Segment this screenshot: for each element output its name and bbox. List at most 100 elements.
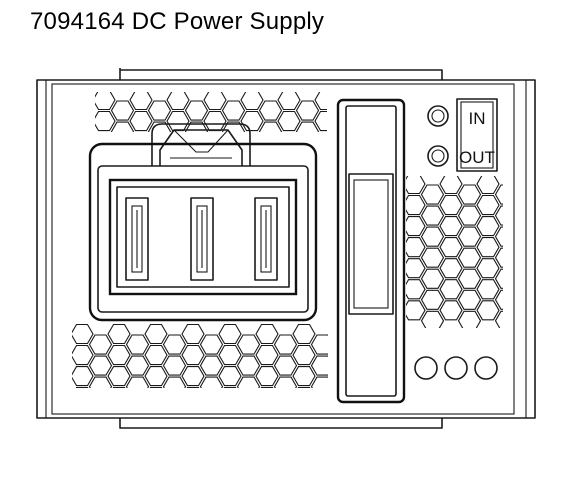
vent-hole xyxy=(223,387,237,388)
vent-hole xyxy=(476,279,500,300)
vent-hole xyxy=(75,387,89,388)
vent-hole xyxy=(514,238,536,257)
vent-hole xyxy=(420,226,445,247)
vent-hole xyxy=(420,289,445,310)
vent-hole xyxy=(147,100,172,121)
vent-hole xyxy=(125,376,150,388)
vent-hole xyxy=(514,196,536,215)
vent-hole xyxy=(273,334,298,355)
connector-pin-middle xyxy=(190,197,214,281)
vent-hole xyxy=(110,121,135,132)
vent-hole xyxy=(367,388,389,407)
vent-hole xyxy=(476,216,500,237)
vent-hole xyxy=(314,110,327,132)
vent-hole xyxy=(181,366,205,387)
vent-hole xyxy=(371,122,393,141)
vent-hole xyxy=(278,133,300,152)
in-label: IN xyxy=(469,109,486,128)
vent-hole xyxy=(72,323,94,345)
vent-hole xyxy=(236,376,261,388)
vent-hole xyxy=(240,110,264,132)
vent-hole xyxy=(406,237,426,258)
vent-hole xyxy=(457,310,482,328)
vent-hole xyxy=(439,194,463,216)
vent-hole xyxy=(166,92,190,111)
vent-hole xyxy=(292,344,316,366)
vent-hole xyxy=(277,92,301,111)
vent-hole xyxy=(88,355,113,376)
vent-hole xyxy=(349,377,371,396)
vent-hole xyxy=(310,355,328,376)
vent-hole xyxy=(93,133,115,152)
vent-hole xyxy=(125,355,150,376)
vent-hole xyxy=(330,367,352,386)
vent-hole xyxy=(72,344,94,366)
vent-hole xyxy=(367,346,389,365)
vent-hole xyxy=(72,366,94,387)
vent-hole xyxy=(439,176,463,195)
vent-hole xyxy=(258,121,283,132)
vent-hole xyxy=(420,184,445,205)
vent-hole xyxy=(352,112,374,131)
vent-hole xyxy=(406,194,426,216)
right-vent-grid xyxy=(406,175,536,328)
vent-hole xyxy=(439,258,463,279)
vent-hole xyxy=(439,237,463,258)
vent-hole xyxy=(236,355,261,376)
vent-hole xyxy=(203,110,227,132)
vent-hole xyxy=(236,334,261,355)
vent-hole xyxy=(292,366,316,387)
bottom-rail xyxy=(119,418,443,429)
vent-hole xyxy=(457,247,482,268)
vent-hole xyxy=(367,367,389,386)
vent-hole xyxy=(406,300,426,321)
vent-hole xyxy=(277,110,301,132)
top-rail xyxy=(119,68,443,80)
vent-hole xyxy=(240,92,264,111)
vent-hole xyxy=(494,289,503,310)
vent-hole xyxy=(476,300,500,321)
vent-hole xyxy=(184,100,209,121)
vent-hole xyxy=(241,133,263,152)
vent-hole xyxy=(129,110,153,132)
top-vent-grid xyxy=(93,92,393,152)
vent-hole xyxy=(406,279,426,300)
vent-hole xyxy=(420,268,445,289)
vent-round-hole xyxy=(474,356,498,380)
vent-hole xyxy=(315,133,337,152)
dc-input-connector xyxy=(88,142,318,322)
vent-hole xyxy=(110,100,135,121)
vent-hole xyxy=(184,121,209,132)
vent-hole xyxy=(330,346,352,365)
connector-latch xyxy=(151,123,251,166)
connector-pin-right xyxy=(254,197,278,281)
vent-hole xyxy=(181,344,205,366)
vent-hole xyxy=(149,387,163,388)
vent-hole xyxy=(404,346,426,365)
vent-hole xyxy=(199,334,224,355)
vent-hole xyxy=(95,110,116,132)
vent-hole xyxy=(255,344,279,366)
vent-hole xyxy=(494,226,503,247)
diagram-title: 7094164 DC Power Supply xyxy=(30,8,325,35)
vent-hole xyxy=(439,279,463,300)
vent-hole xyxy=(371,101,393,120)
vent-hole xyxy=(352,133,374,152)
vent-hole xyxy=(107,366,131,387)
vent-hole xyxy=(181,323,205,345)
vent-hole xyxy=(420,310,445,328)
vent-hole xyxy=(162,355,187,376)
vent-hole xyxy=(144,344,168,366)
vent-hole xyxy=(514,175,536,194)
in-led xyxy=(427,105,449,127)
vent-hole xyxy=(420,205,445,226)
vent-hole xyxy=(144,366,168,387)
ejector-handle xyxy=(336,98,406,404)
status-indicator-panel: IN OUT xyxy=(427,98,498,172)
vent-hole xyxy=(314,92,327,111)
vent-hole xyxy=(221,121,246,132)
vent-hole xyxy=(255,323,279,345)
chassis-inner xyxy=(51,83,515,415)
vent-hole xyxy=(476,258,500,279)
